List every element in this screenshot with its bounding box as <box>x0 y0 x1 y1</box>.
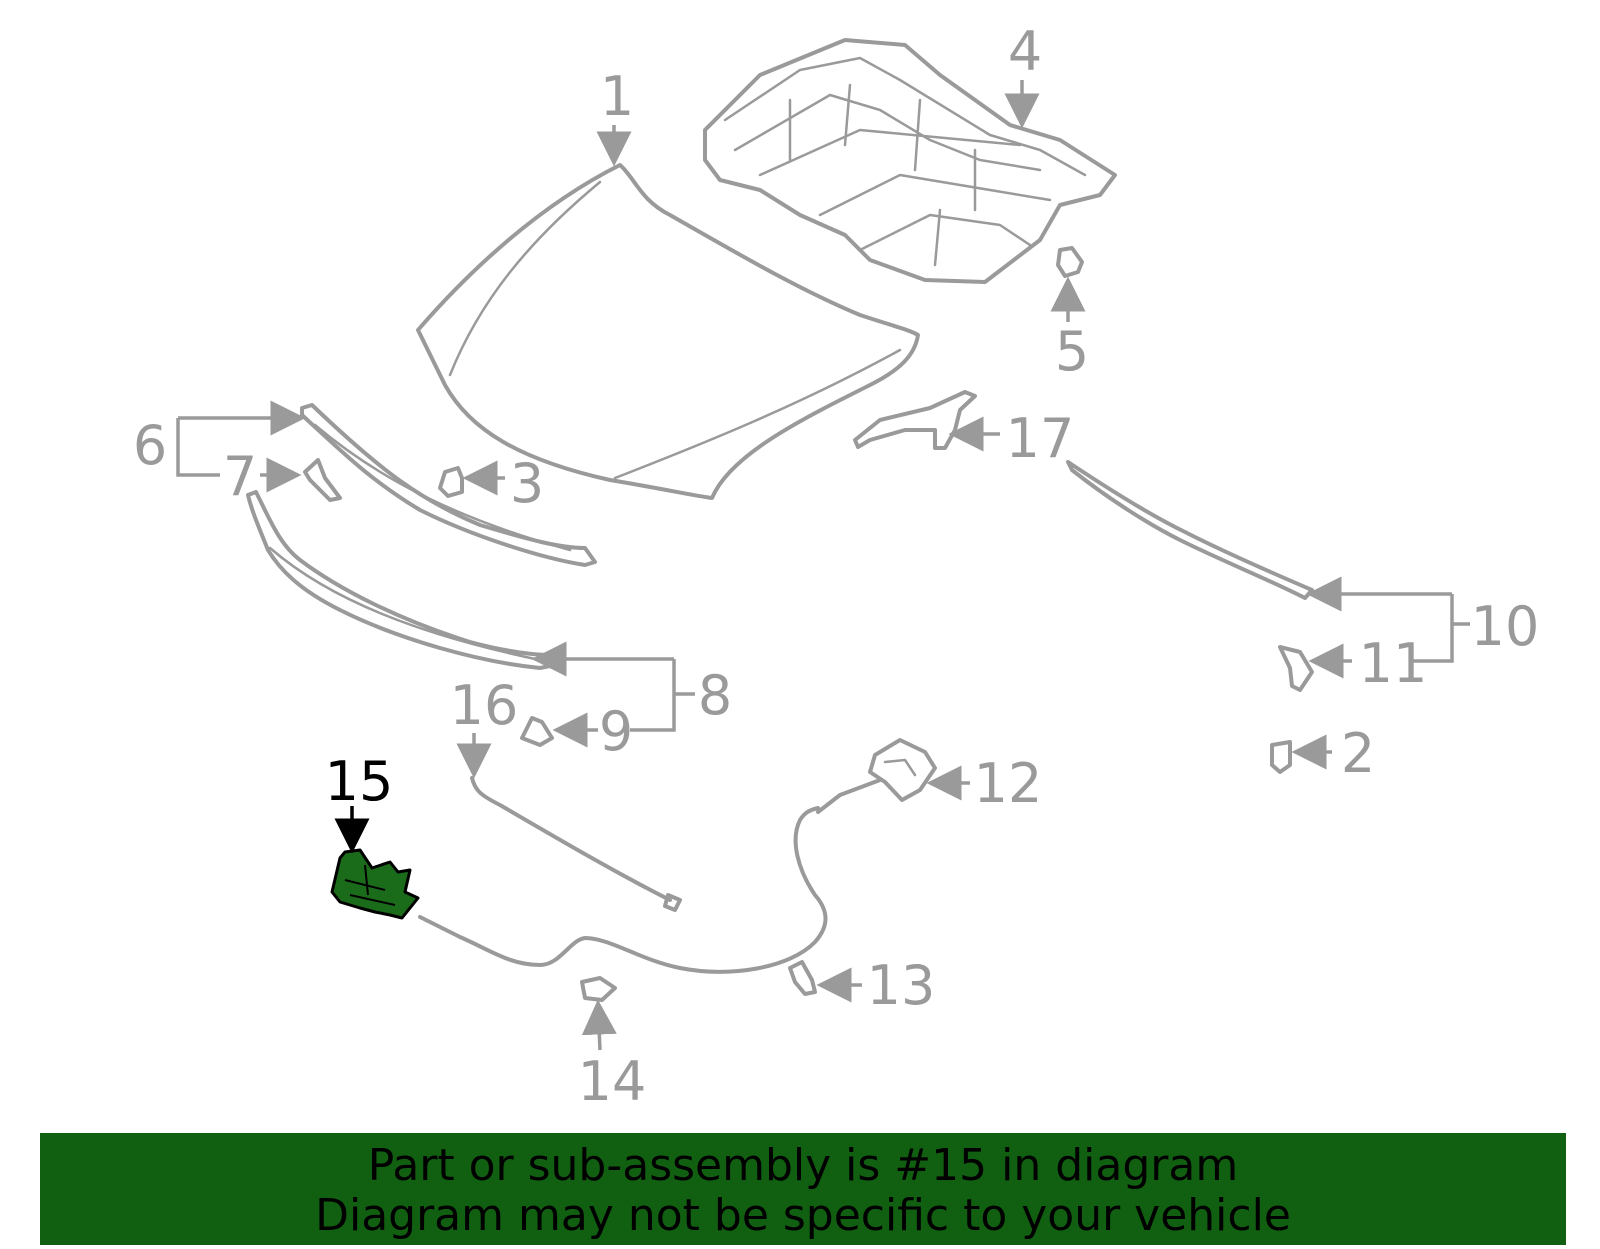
label-2: 2 <box>1341 722 1375 785</box>
label-17: 17 <box>1006 407 1075 470</box>
clip-part-7 <box>303 458 342 502</box>
label-13: 13 <box>867 954 936 1017</box>
label-3: 3 <box>510 452 544 515</box>
hood-part-1 <box>416 163 920 500</box>
clip-part-9 <box>520 716 554 747</box>
label-9: 9 <box>599 700 633 763</box>
rear-seal-part-10 <box>1066 460 1314 600</box>
banner-line-1: Part or sub-assembly is #15 in diagram <box>367 1140 1239 1191</box>
leader-lines <box>176 80 1470 1051</box>
label-1: 1 <box>600 65 634 128</box>
label-4: 4 <box>1008 20 1042 83</box>
label-11: 11 <box>1359 632 1428 695</box>
label-12: 12 <box>974 752 1043 815</box>
label-16: 16 <box>450 674 519 737</box>
label-8: 8 <box>698 664 732 727</box>
bumper-part-3 <box>438 466 464 498</box>
banner-line-2: Diagram may not be specific to your vehi… <box>315 1190 1291 1241</box>
label-7: 7 <box>223 445 257 508</box>
parts-diagram: 1 2 3 4 5 6 7 8 9 10 11 12 13 14 15 16 1… <box>133 20 1540 1110</box>
bracket-part-17 <box>853 390 977 450</box>
label-5: 5 <box>1055 320 1089 383</box>
clip-part-5 <box>1056 246 1084 278</box>
hood-latch-part-15 <box>330 848 420 920</box>
release-cable <box>418 806 828 974</box>
lower-seal-part-8 <box>246 490 557 670</box>
hood-insulator-part-4 <box>703 38 1117 284</box>
release-handle-part-12 <box>816 738 937 814</box>
label-6: 6 <box>133 414 167 477</box>
bumper-part-2 <box>1270 740 1292 774</box>
clip-part-14 <box>580 976 617 1002</box>
label-14: 14 <box>578 1050 647 1110</box>
label-15: 15 <box>325 750 394 813</box>
cable-clip-part-13 <box>788 960 817 996</box>
clip-part-11 <box>1278 645 1314 692</box>
info-banner: Part or sub-assembly is #15 in diagram D… <box>40 1133 1566 1245</box>
prop-rod-part-16 <box>470 776 682 912</box>
front-seal-part-6 <box>300 403 597 567</box>
label-10: 10 <box>1471 595 1540 658</box>
